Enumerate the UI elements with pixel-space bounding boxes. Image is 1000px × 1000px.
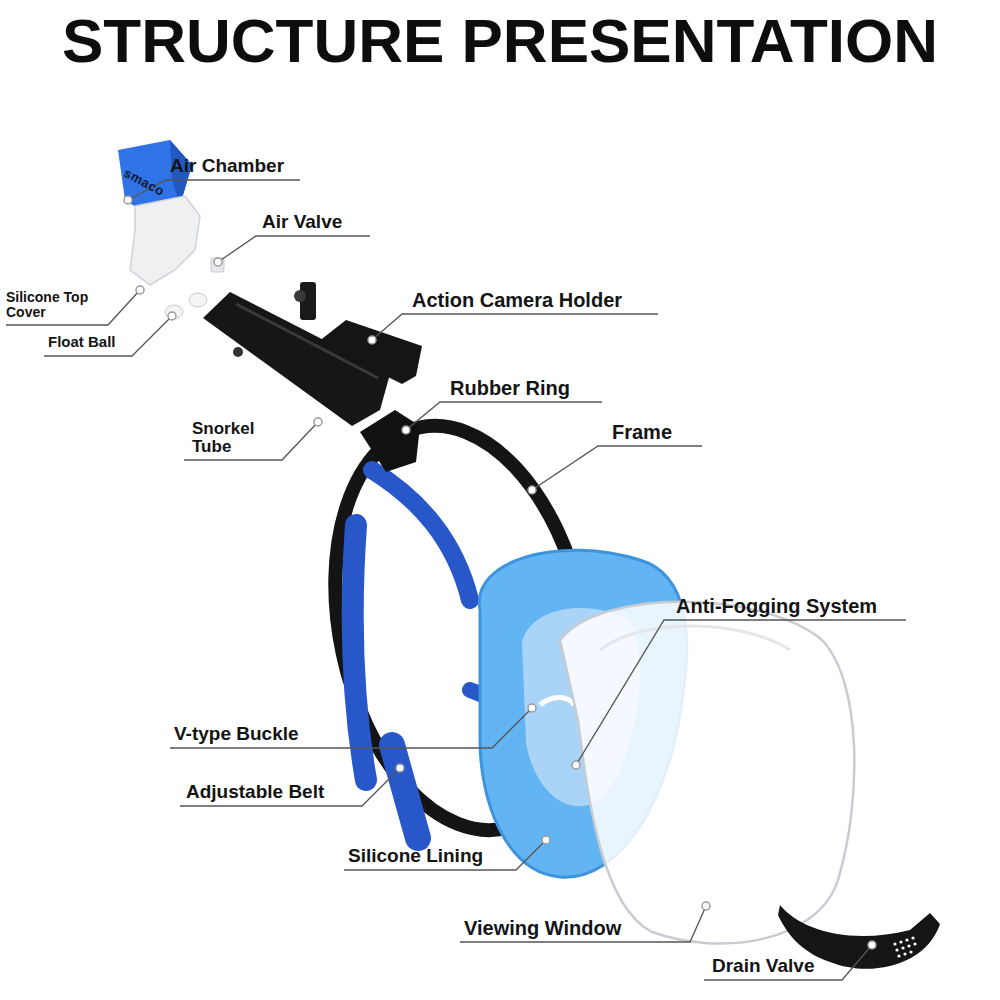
air-valve-shape <box>211 258 224 272</box>
part-label: Viewing Window <box>464 918 621 939</box>
part-label: Snorkel Tube <box>192 420 272 456</box>
part-label: Anti-Fogging System <box>676 596 877 617</box>
float-ball-shape <box>165 305 183 319</box>
leader-lines <box>6 180 906 980</box>
top-cover-shape <box>130 196 200 285</box>
drain-holes <box>893 936 916 957</box>
part-label: Float Ball <box>48 334 116 350</box>
rubber-ring-shape <box>360 410 420 472</box>
part-label: Action Camera Holder <box>412 290 622 311</box>
leader-dots <box>124 196 876 949</box>
part-label: Adjustable Belt <box>186 782 324 802</box>
part-label: Frame <box>612 422 672 443</box>
mount-knob <box>294 290 306 302</box>
title: STRUCTURE PRESENTATION <box>0 8 1000 73</box>
anti-fog-channel <box>540 698 574 706</box>
part-label: Air Valve <box>262 212 342 232</box>
part-label: Drain Valve <box>712 956 814 976</box>
window-highlight <box>600 626 790 650</box>
brand-logo: smaco <box>122 166 167 199</box>
part-label: V-type Buckle <box>174 724 299 744</box>
part-label: Silicone Lining <box>348 846 483 866</box>
part-label: Silicone Top Cover <box>6 290 106 319</box>
float-ball-shape <box>189 293 207 307</box>
part-label: Rubber Ring <box>450 378 570 399</box>
camera-holder-shape <box>318 320 422 384</box>
tube-screw <box>233 347 243 357</box>
part-label: Air Chamber <box>170 156 284 176</box>
viewing-window-shape <box>560 602 854 944</box>
